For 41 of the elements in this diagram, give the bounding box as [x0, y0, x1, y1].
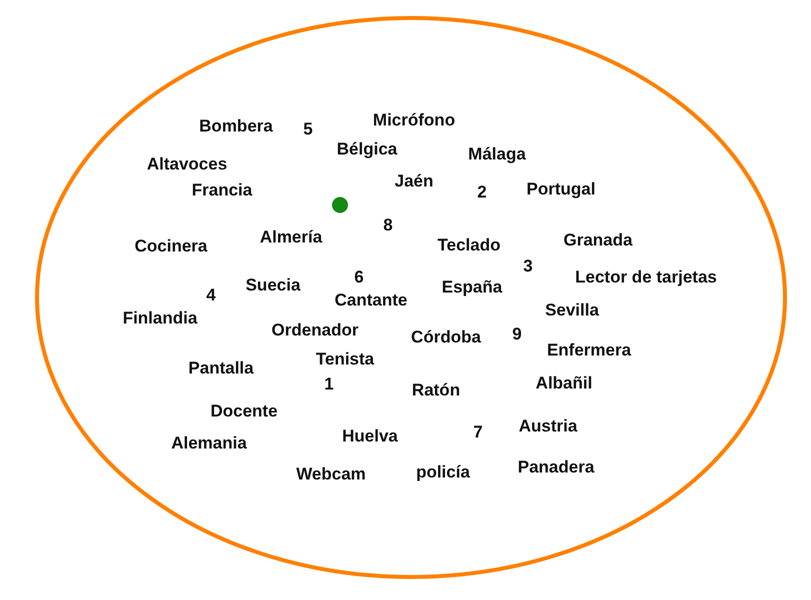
word-label: Francia: [192, 182, 252, 200]
word-label: Granada: [564, 232, 632, 250]
word-label: Almería: [260, 228, 322, 248]
word-label: Panadera: [518, 458, 594, 478]
word-label: Finlandia: [122, 310, 198, 328]
number-label: 9: [512, 326, 522, 344]
number-label: 3: [523, 258, 533, 276]
word-label: Albañil: [536, 374, 592, 394]
word-label: Bélgica: [336, 140, 398, 160]
word-label: Austria: [518, 418, 578, 436]
word-label: policía: [416, 464, 470, 482]
word-label: Lector de tarjetas: [575, 268, 717, 288]
word-label: Alemania: [171, 434, 247, 454]
number-label: 7: [473, 424, 483, 442]
number-label: 2: [477, 184, 487, 202]
word-label: Pantalla: [188, 360, 254, 378]
number-label: 4: [206, 286, 216, 306]
word-label: Altavoces: [146, 156, 228, 174]
word-label: Ordenador: [272, 322, 358, 340]
word-label: Docente: [210, 402, 278, 422]
word-label: Córdoba: [411, 328, 481, 348]
word-label: Cantante: [334, 292, 408, 310]
word-label: Málaga: [468, 146, 526, 164]
word-label: Ratón: [412, 382, 460, 400]
word-label: Micrófono: [372, 112, 456, 130]
number-label: 8: [383, 216, 393, 236]
word-label: Bombera: [199, 118, 273, 136]
word-label: Huelva: [342, 428, 398, 446]
word-label: Enfermera: [546, 342, 632, 360]
word-label: Tenista: [316, 350, 374, 370]
word-label: Sevilla: [545, 302, 599, 320]
word-label: Teclado: [438, 236, 500, 256]
word-label: Webcam: [296, 466, 366, 484]
number-label: 5: [303, 120, 313, 140]
word-label: España: [442, 278, 502, 298]
word-label: Suecia: [246, 276, 300, 296]
number-label: 1: [324, 376, 334, 394]
word-label: Portugal: [526, 180, 596, 200]
number-label: 6: [354, 268, 364, 288]
word-label: Cocinera: [134, 238, 208, 256]
word-label: Jaén: [394, 172, 434, 192]
